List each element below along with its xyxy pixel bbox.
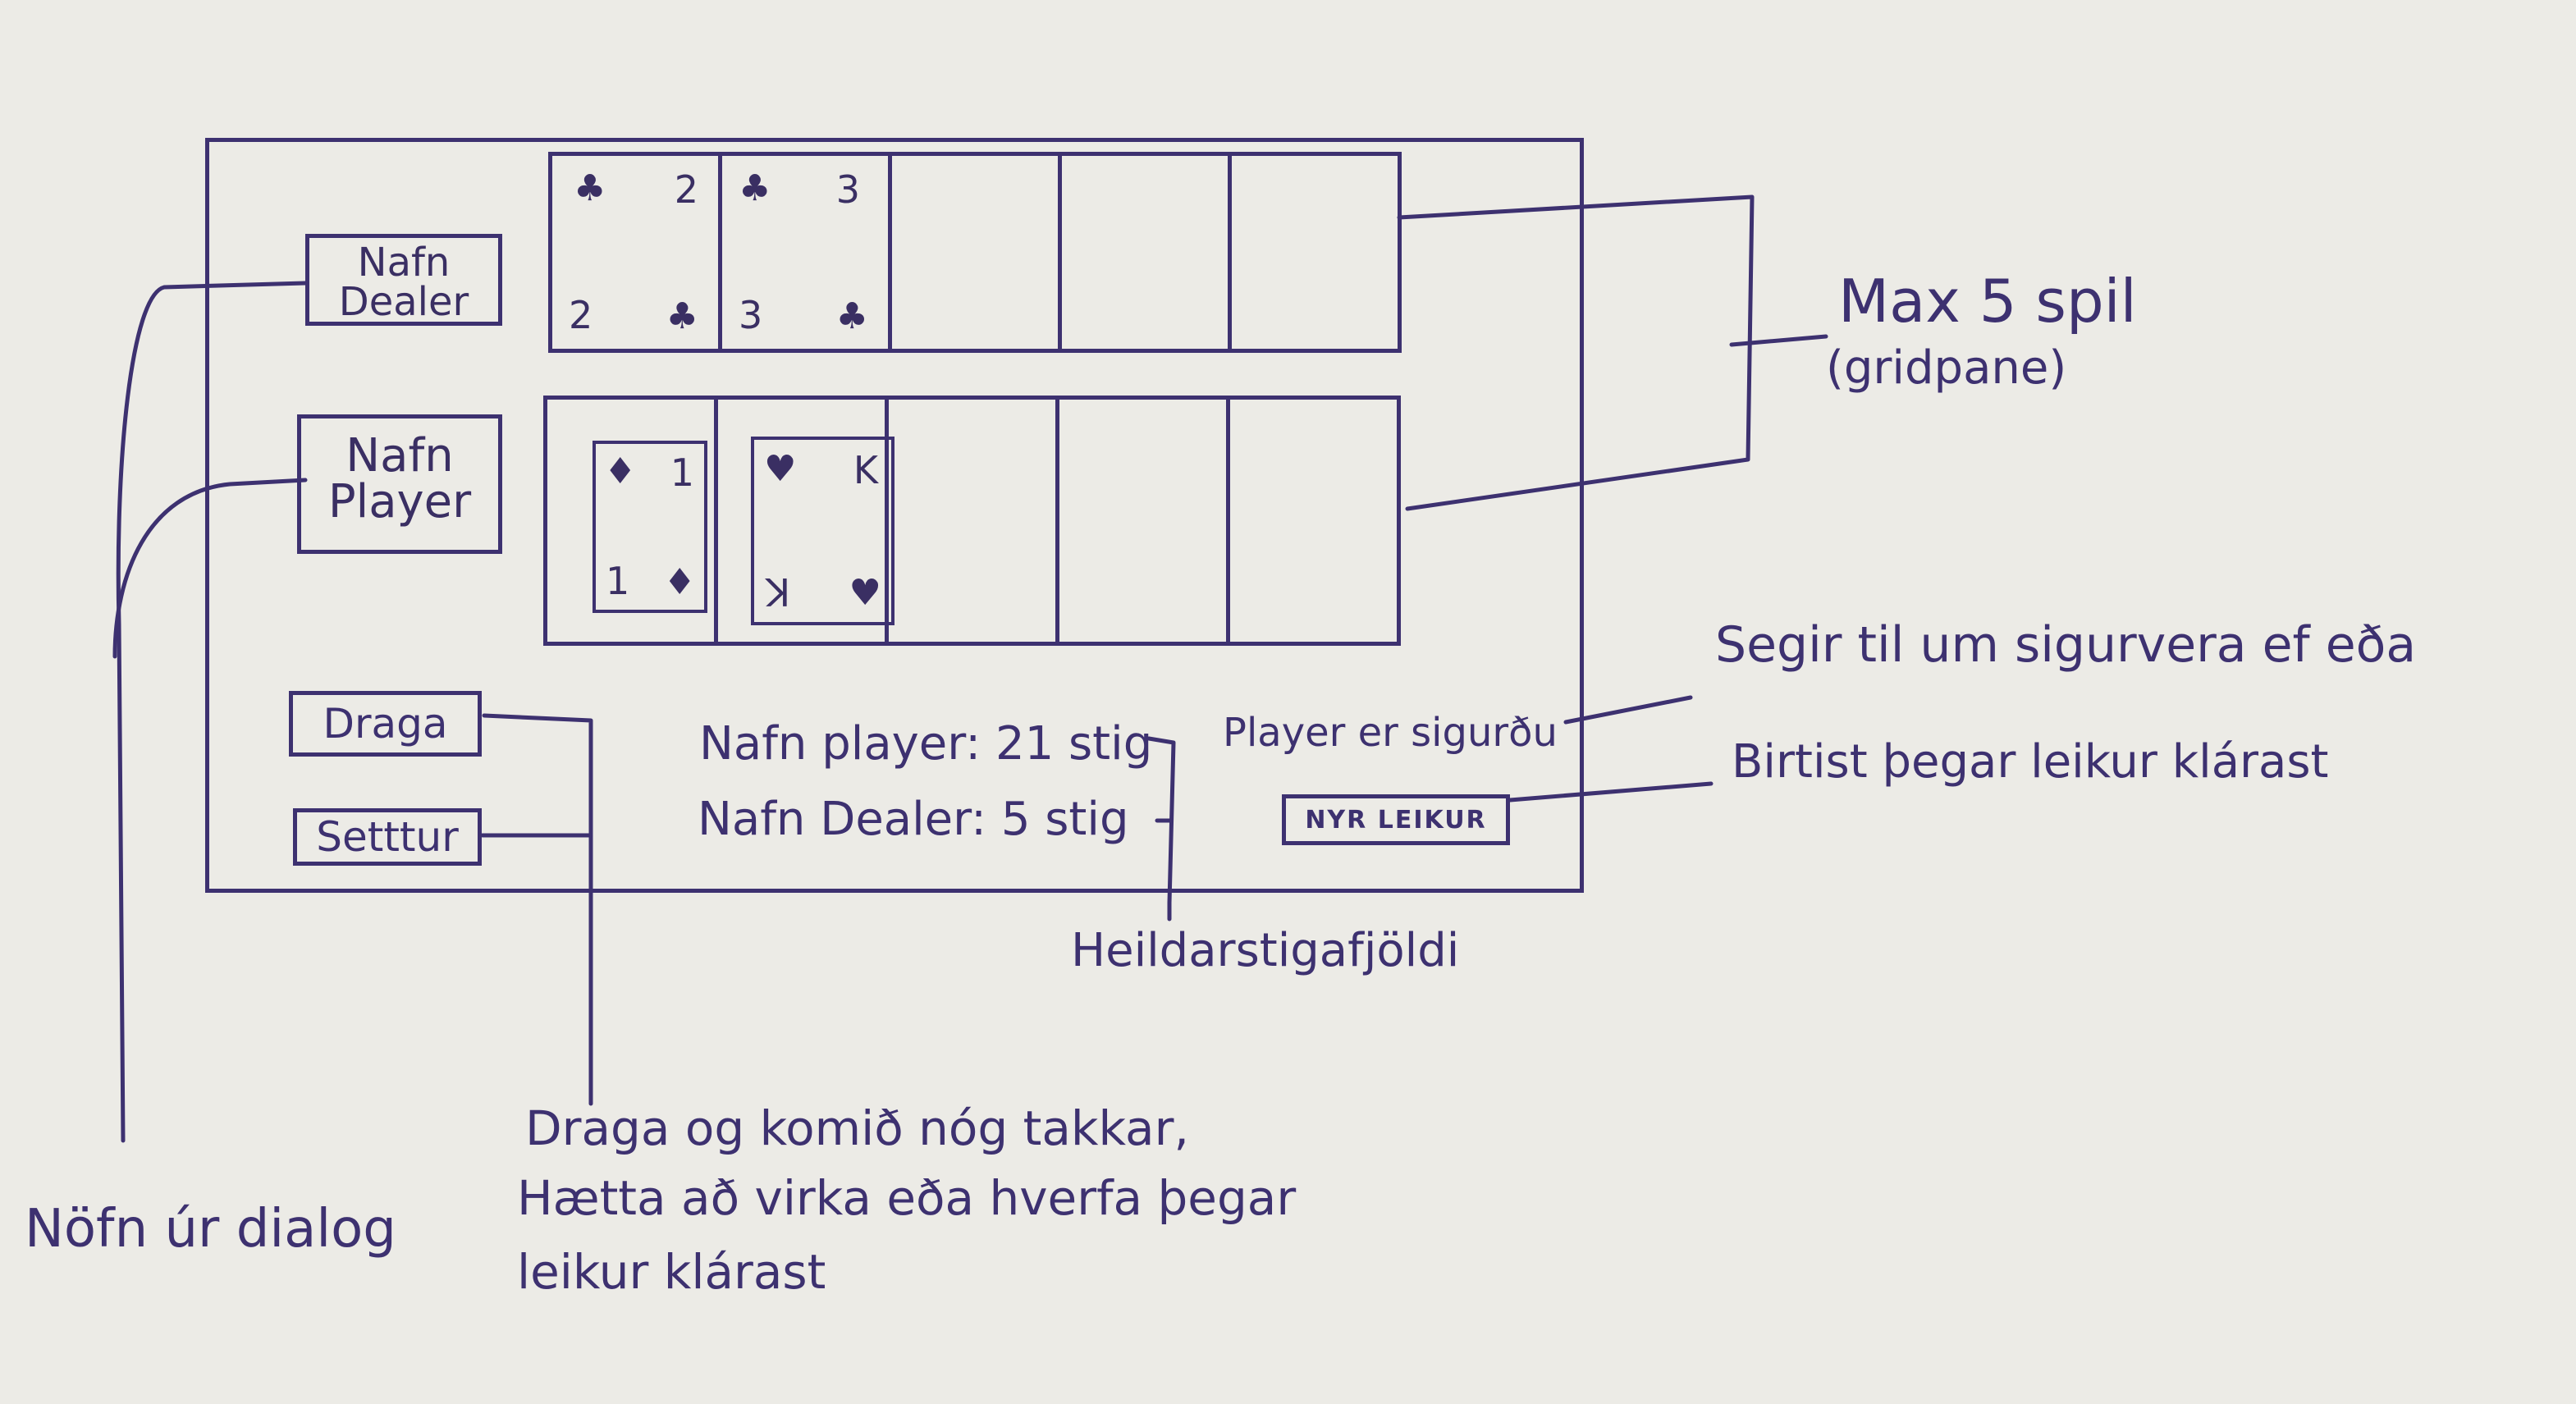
game-window	[205, 138, 1584, 893]
player-name-text: Nafn Player	[327, 429, 472, 528]
card-rank: 3	[739, 293, 763, 337]
annotation-buttons-2: Hætta að virka eða hverfa þegar	[517, 1170, 1297, 1226]
player-card-grid: ♦ 1 1 ♦ ♥ K K ♥	[543, 396, 1401, 646]
dealer-name-text: Nafn Dealer	[338, 240, 469, 325]
diamond-icon: ♦	[663, 561, 696, 603]
player-name-label: Nafn Player	[297, 414, 502, 554]
new-game-button[interactable]: NYR LEIKUR	[1282, 794, 1510, 845]
player-card-slot: ♥ K K ♥	[718, 400, 895, 642]
annotation-new-game: Birtist þegar leikur klárast	[1732, 735, 2329, 789]
annotation-gridpane: (gridpane)	[1826, 341, 2067, 395]
dealer-card-slot: ♣ 2 2 ♣	[552, 156, 722, 349]
player-score: Nafn player: 21 stig	[699, 717, 1153, 771]
dealer-card-slot	[1232, 156, 1398, 349]
club-icon: ♣	[574, 167, 606, 209]
annotation-winner: Segir til um sigurvera ef eða	[1715, 616, 2417, 674]
heart-icon: ♥	[764, 448, 797, 490]
winner-label: Player er sigurðu	[1223, 710, 1558, 756]
annotation-buttons-1: Draga og komið nóg takkar,	[525, 1100, 1189, 1156]
annotation-max-cards: Max 5 spil	[1838, 267, 2137, 336]
dealer-card: ♣ 2 2 ♣	[552, 156, 718, 349]
player-card-slot	[1230, 400, 1397, 642]
dealer-name-label: Nafn Dealer	[305, 234, 502, 326]
club-icon: ♣	[666, 295, 698, 337]
player-card-slot	[1059, 400, 1230, 642]
dealer-card-grid: ♣ 2 2 ♣ ♣ 3 3 ♣	[548, 152, 1402, 353]
stand-button[interactable]: Setttur	[293, 808, 482, 866]
card-rank: K	[853, 448, 878, 492]
annotation-score-total: Heildarstigafjöldi	[1071, 924, 1460, 977]
draw-button[interactable]: Draga	[289, 691, 482, 757]
heart-icon: ♥	[849, 572, 881, 614]
dealer-card-slot	[892, 156, 1062, 349]
card-rank: 2	[674, 167, 698, 212]
player-card: ♦ 1 1 ♦	[593, 441, 707, 613]
card-rank: 1	[670, 450, 694, 495]
player-card-slot	[889, 400, 1059, 642]
player-card: ♥ K K ♥	[751, 437, 895, 625]
annotation-names: Nöfn úr dialog	[25, 1199, 396, 1260]
card-rank: 1	[606, 559, 630, 603]
diamond-icon: ♦	[604, 450, 637, 492]
card-rank: 2	[569, 293, 593, 337]
card-rank: K	[766, 569, 791, 614]
player-card-slot: ♦ 1 1 ♦	[547, 400, 718, 642]
club-icon: ♣	[835, 295, 868, 337]
dealer-card: ♣ 3 3 ♣	[722, 156, 888, 349]
club-icon: ♣	[739, 167, 771, 209]
dealer-card-slot	[1062, 156, 1232, 349]
dealer-card-slot: ♣ 3 3 ♣	[722, 156, 892, 349]
annotation-buttons-3: leikur klárast	[517, 1244, 826, 1300]
dealer-score: Nafn Dealer: 5 stig	[698, 793, 1129, 846]
card-rank: 3	[835, 167, 860, 212]
